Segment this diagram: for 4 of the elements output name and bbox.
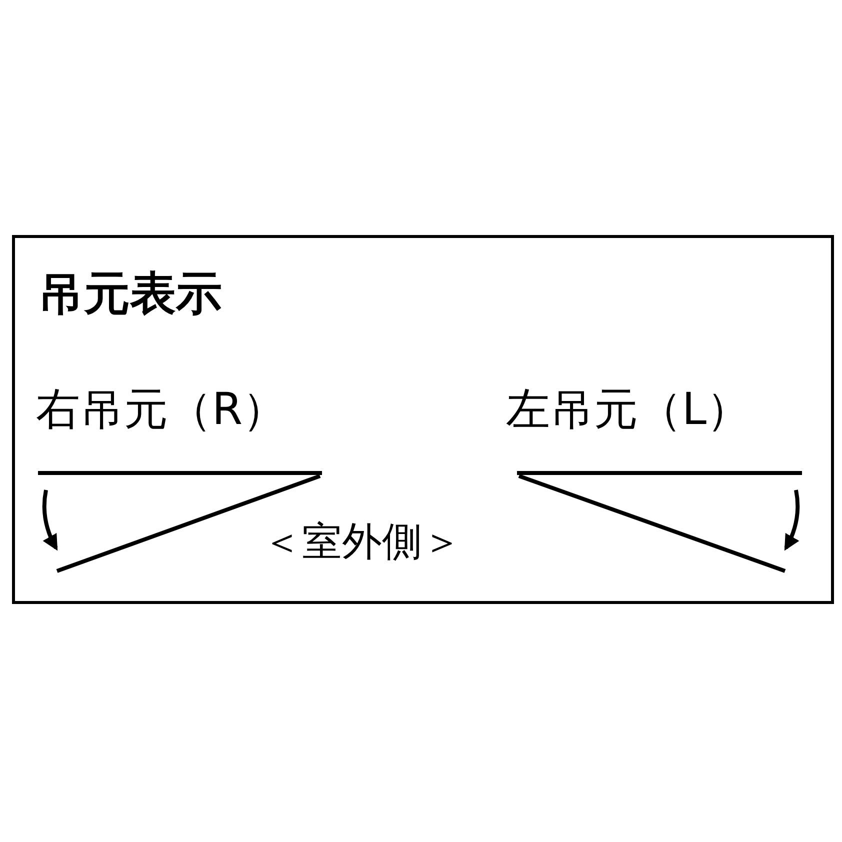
outdoor-side-label: ＜室外側＞ xyxy=(262,522,462,562)
hinge-side-label: 右吊元（R） xyxy=(36,388,287,432)
hinge-side-label: 左吊元（L） xyxy=(506,388,751,432)
title: 吊元表示 xyxy=(38,270,222,316)
